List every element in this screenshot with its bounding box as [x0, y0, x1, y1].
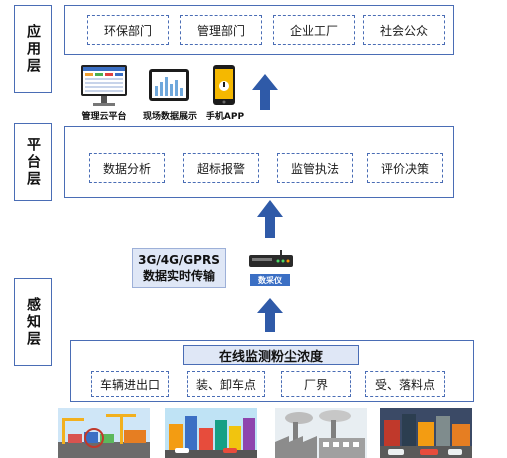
sensing-item-boundary: 厂界: [281, 371, 351, 397]
sensing-item-loading-unloading: 装、卸车点: [187, 371, 265, 397]
data-acquisition-instrument-icon: [249, 250, 293, 267]
device-label-cloud-platform: 管理云平台: [81, 112, 127, 122]
app-item-management-dept: 管理部门: [180, 15, 262, 45]
port-scene-image: [58, 408, 150, 458]
monitor-icon: [81, 65, 127, 106]
app-item-public: 社会公众: [363, 15, 445, 45]
transmission-box: 3G/4G/GPRS 数据实时传输: [132, 248, 226, 288]
platform-item-data-analysis: 数据分析: [89, 153, 165, 183]
sensing-item-material-drop-point: 受、落料点: [365, 371, 445, 397]
application-layer-label: 应用层: [14, 5, 52, 93]
transmission-realtime: 数据实时传输: [142, 269, 215, 283]
device-label-onsite-display: 现场数据展示: [142, 112, 197, 122]
application-layer-label-text: 应用层: [25, 23, 41, 75]
app-item-environmental-dept: 环保部门: [87, 15, 169, 45]
sensing-layer-label: 感知层: [14, 278, 52, 366]
tablet-display-icon: [149, 69, 189, 101]
street-scene-image: [380, 408, 472, 458]
mobile-phone-icon: [213, 65, 235, 105]
platform-item-supervision-enforcement: 监管执法: [277, 153, 353, 183]
city-scene-image: [165, 408, 257, 458]
arrow-up-icon: [257, 298, 283, 332]
arrow-up-icon: [257, 200, 283, 238]
platform-layer-label: 平台层: [14, 123, 52, 201]
arrow-up-icon: [252, 74, 278, 110]
factory-scene-image: [275, 408, 367, 458]
platform-layer-box: 数据分析 超标报警 监管执法 评价决策: [64, 126, 454, 198]
platform-layer-label-text: 平台层: [25, 136, 41, 188]
app-item-enterprise-factory: 企业工厂: [273, 15, 355, 45]
sensing-item-vehicle-gate: 车辆进出口: [91, 371, 169, 397]
transmission-protocols: 3G/4G/GPRS: [138, 253, 220, 267]
platform-item-evaluation-decision: 评价决策: [367, 153, 443, 183]
platform-item-over-limit-alarm: 超标报警: [183, 153, 259, 183]
device-label-mobile-app: 手机APP: [205, 112, 245, 122]
sensing-layer-label-text: 感知层: [25, 296, 41, 348]
monitor-title: 在线监测粉尘浓度: [183, 345, 359, 365]
instrument-label: 数采仪: [250, 274, 290, 286]
application-layer-box: 环保部门 管理部门 企业工厂 社会公众: [64, 5, 454, 55]
sensing-layer-box: 在线监测粉尘浓度 车辆进出口 装、卸车点 厂界 受、落料点: [70, 340, 474, 402]
